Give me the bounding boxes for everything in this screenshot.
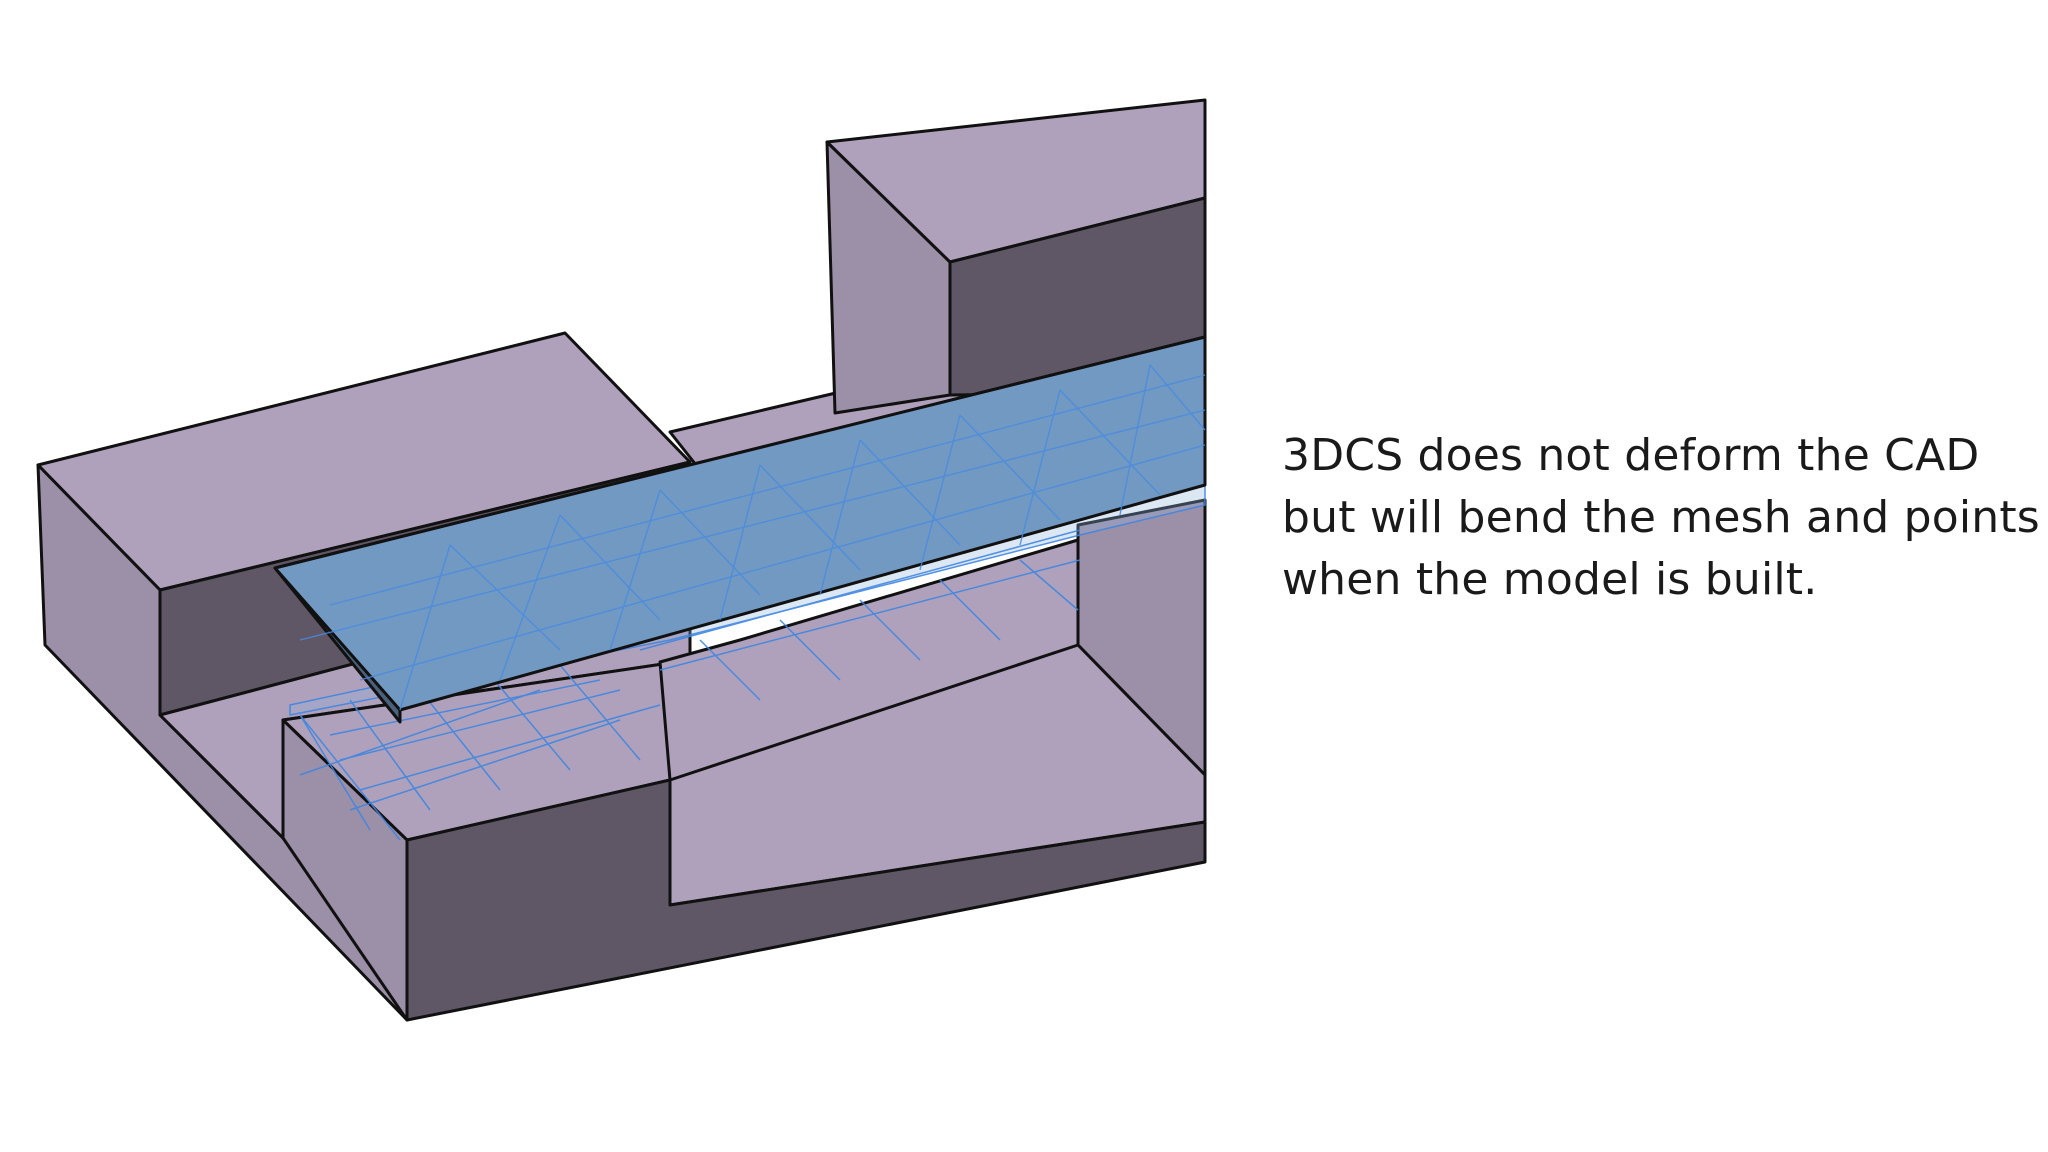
caption-line-1: 3DCS does not deform the CAD [1282, 430, 1980, 481]
right-step-top-face [658, 538, 1080, 782]
caption-line-2: but will bend the mesh and points [1282, 492, 2040, 543]
caption-line-3: when the model is built. [1282, 554, 1818, 605]
plate-mesh [299, 364, 1206, 711]
plate-top-face [273, 335, 1207, 712]
flat-plate [273, 335, 1207, 724]
fixture-base [36, 98, 1207, 1022]
caption-text: 3DCS does not deform the CAD but will be… [1282, 425, 2040, 611]
